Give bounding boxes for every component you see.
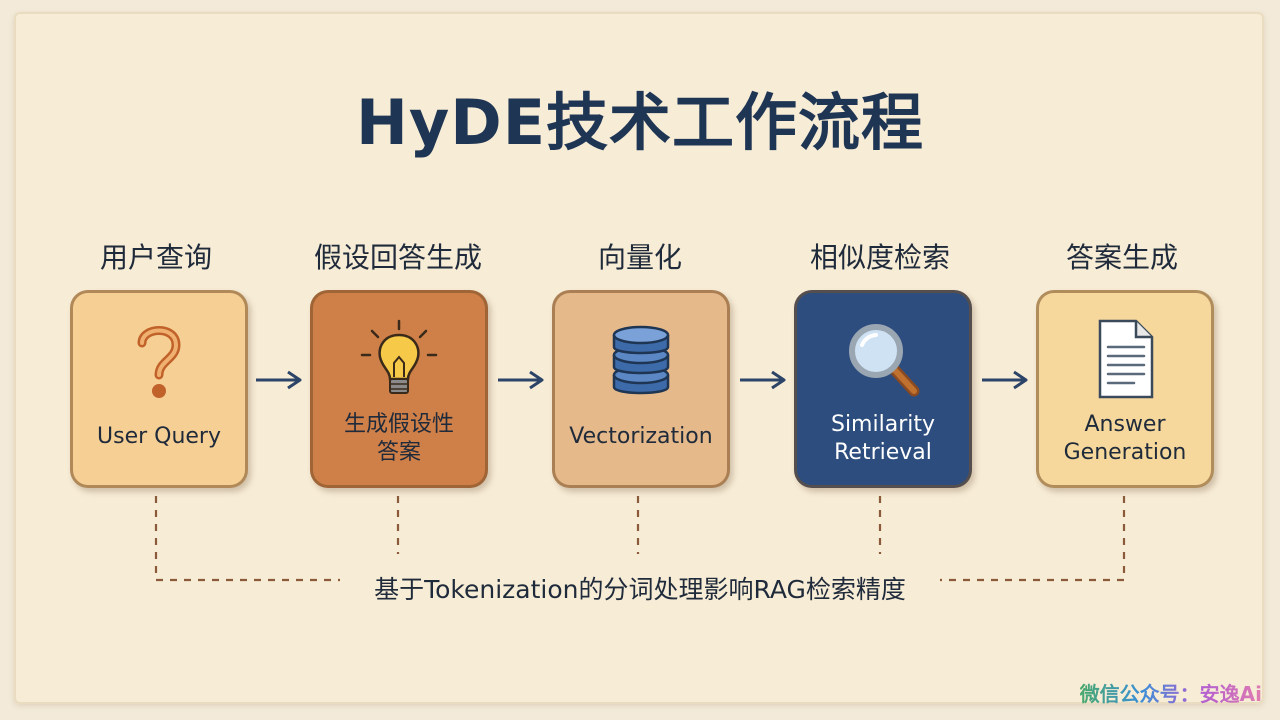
watermark: 微信公众号：安逸Ai: [1080, 678, 1262, 707]
footer-note-text: 基于Tokenization的分词处理影响RAG检索精度: [360, 575, 920, 604]
step-box-text-line1: Answer: [1084, 412, 1166, 437]
arrow-right-icon: [498, 370, 544, 390]
question-mark-icon: [124, 317, 194, 411]
step-box-user-query: User Query: [70, 290, 248, 488]
lightbulb-icon: [354, 317, 444, 409]
step-box-text-line1: Similarity: [830, 412, 936, 437]
step-label-answer-generation: 答案生成: [1065, 241, 1178, 274]
step-label-hypothetical-answer: 假设回答生成: [313, 241, 482, 274]
magnifier-icon: [838, 315, 928, 405]
document-icon: [1090, 315, 1160, 407]
step-box-text: User Query: [97, 424, 221, 449]
database-icon: [606, 323, 676, 403]
footer-note: 基于Tokenization的分词处理影响RAG检索精度: [0, 570, 1280, 606]
arrow-right-icon: [740, 370, 786, 390]
step-box-answer-generation: Answer Generation: [1036, 290, 1214, 488]
step-box-text-line2: 答案: [376, 440, 421, 465]
step-box-text-line2: Generation: [1063, 440, 1187, 465]
step-box-text: Vectorization: [569, 424, 713, 449]
step-box-similarity-retrieval: Similarity Retrieval: [794, 290, 972, 488]
step-box-vectorization: Vectorization: [552, 290, 730, 488]
step-label-vectorization: 向量化: [597, 241, 682, 274]
step-label-similarity-retrieval: 相似度检索: [809, 241, 950, 274]
arrow-right-icon: [256, 370, 302, 390]
page-title: HyDE技术工作流程: [355, 86, 925, 159]
step-box-hypothetical-answer: 生成假设性 答案: [310, 290, 488, 488]
arrow-right-icon: [982, 370, 1028, 390]
step-box-text-line2: Retrieval: [834, 440, 932, 465]
step-label-user-query: 用户查询: [99, 241, 212, 274]
step-box-text-line1: 生成假设性: [343, 412, 454, 437]
dashed-connector-lines: [154, 496, 1126, 582]
